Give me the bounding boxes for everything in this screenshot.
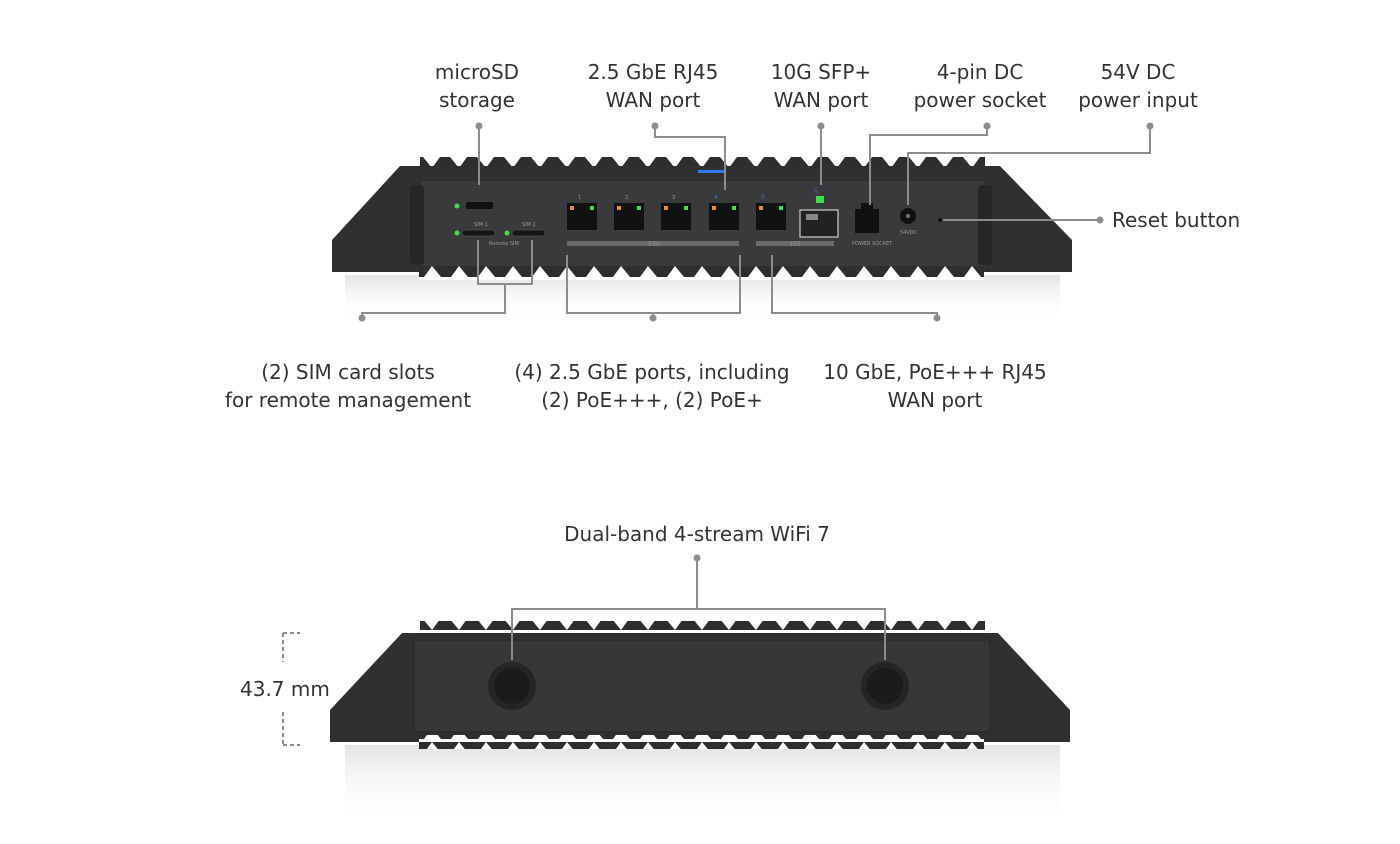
dc-label: 54VDC xyxy=(900,230,918,236)
port-6-label: 6 xyxy=(814,188,818,195)
port-3-label: 3 xyxy=(672,195,675,201)
bar-2-5g-label: 2.5G xyxy=(648,242,660,248)
height-dimension: 43.7 mm xyxy=(240,677,330,701)
bar-10g-label: 10G xyxy=(790,242,800,248)
router-front-view: SIM 1 SIM 2 Remote SIM 1 2 3 4 5 6 2.5G … xyxy=(332,154,1072,320)
callout-reset: Reset button xyxy=(1112,208,1241,232)
router-rear-view xyxy=(330,621,1070,825)
remote-sim-label: Remote SIM xyxy=(489,241,519,247)
power-socket-label: POWER SOCKET xyxy=(852,241,893,247)
rj45-ports xyxy=(567,203,786,230)
port-1-label: 1 xyxy=(578,195,581,201)
port-4-label: 4 xyxy=(714,194,718,201)
sim1-label: SIM 1 xyxy=(474,222,488,228)
reset-pinhole xyxy=(938,218,942,222)
callout-dots xyxy=(358,122,1154,562)
port-5-label: 5 xyxy=(761,194,765,201)
callout-2-5gbe-ports: (4) 2.5 GbE ports, including(2) PoE+++, … xyxy=(514,360,790,412)
sim2-label: SIM 2 xyxy=(522,222,536,228)
port-2-label: 2 xyxy=(625,195,628,201)
callout-sfp-wan: 10G SFP+WAN port xyxy=(770,60,872,112)
callout-wifi: Dual-band 4-stream WiFi 7 xyxy=(564,522,830,546)
